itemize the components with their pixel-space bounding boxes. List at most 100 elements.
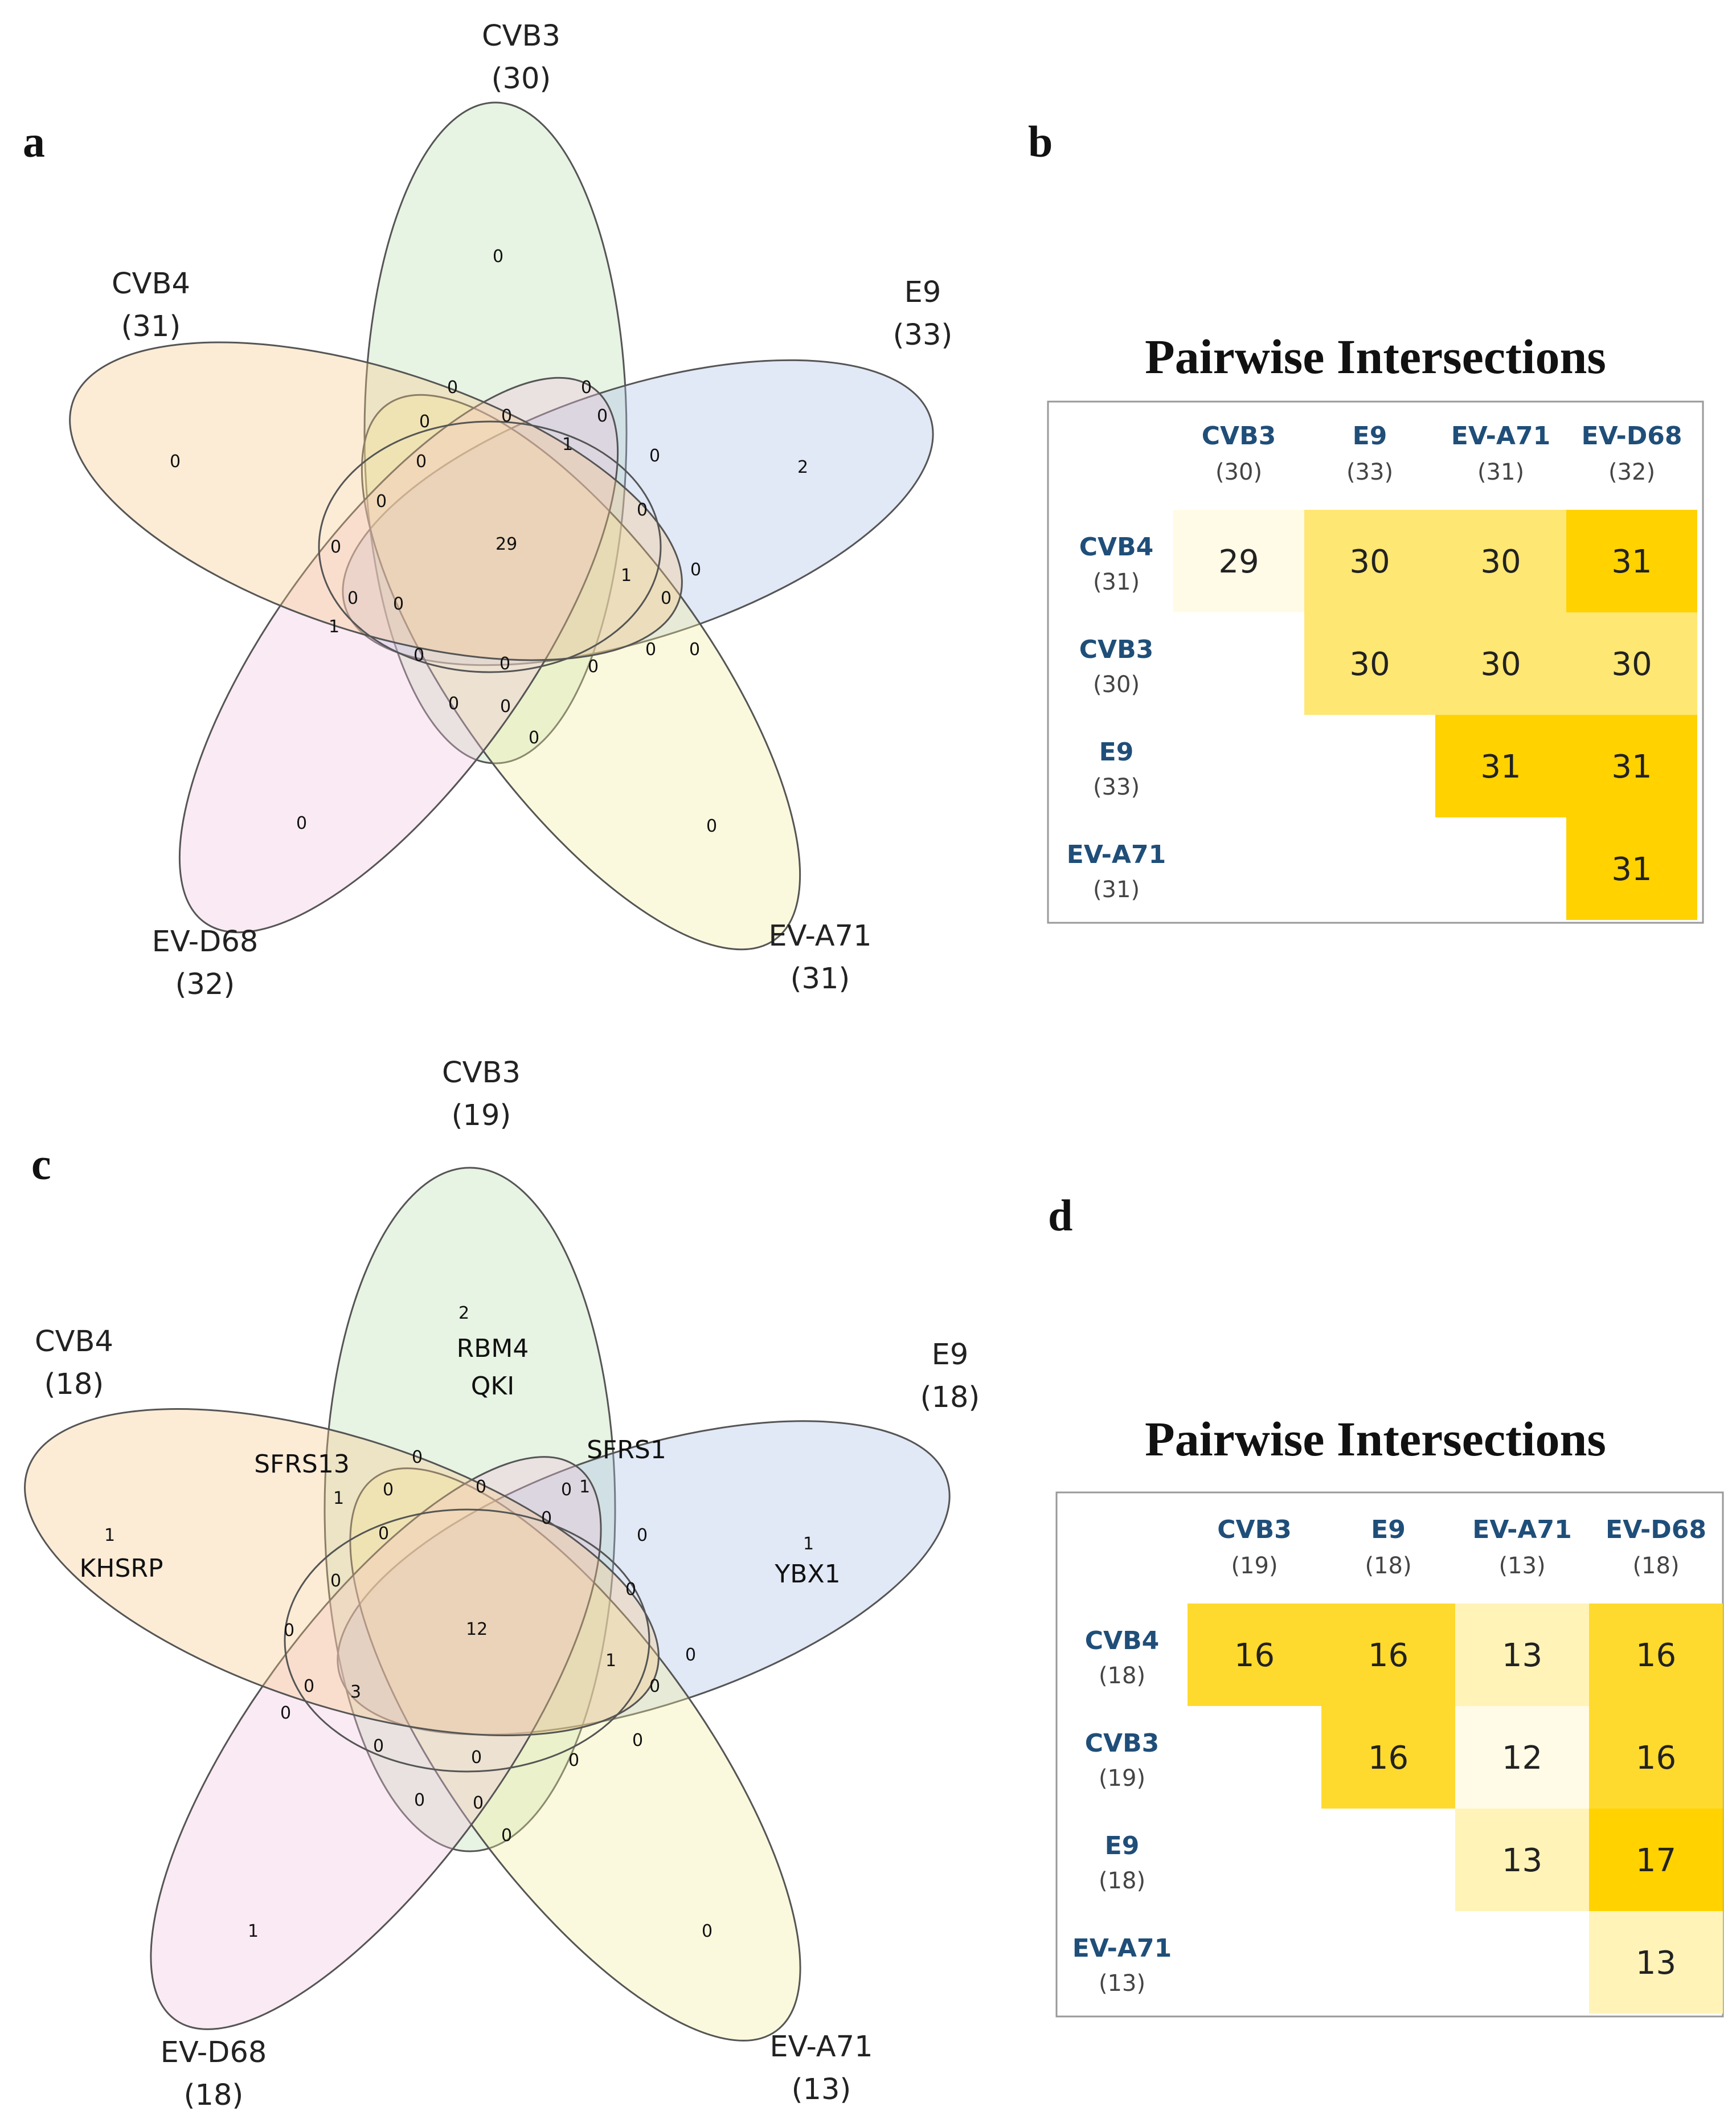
- heatmap-cell: [1589, 1809, 1723, 1911]
- heatmap-row-count: (18): [1099, 1868, 1145, 1894]
- heatmap-col-label: EV-D68: [1606, 1515, 1706, 1544]
- set-label-name: EV-A71: [769, 2030, 873, 2064]
- region-count: 0: [284, 1621, 294, 1641]
- heatmap-cell: [1566, 612, 1697, 715]
- heatmap-col-label: CVB3: [1217, 1515, 1292, 1544]
- gene-label-rbm4: RBM4: [457, 1334, 529, 1363]
- heatmap-cell-value: 13: [1636, 1945, 1676, 1982]
- heatmap-row-count: (31): [1093, 569, 1140, 595]
- venn-diagram-c: c CVB3 (19) E9 (18) EV-A71 (13) EV-D68 (…: [24, 1056, 980, 2112]
- heatmap-col-count: (18): [1365, 1553, 1411, 1579]
- set-label-count: (32): [175, 968, 235, 1001]
- inner-ellipse: [318, 420, 662, 673]
- heatmap-cell-value: 13: [1502, 1637, 1542, 1674]
- region-count: 0: [280, 1703, 291, 1723]
- region-count: 0: [416, 452, 427, 472]
- heatmap-cell-value: 13: [1502, 1842, 1542, 1879]
- set-label-cvb3: CVB3 (19): [442, 1056, 521, 1132]
- region-count: 0: [690, 560, 701, 580]
- region-count: 1: [621, 566, 632, 586]
- heatmap-cell: [1566, 510, 1697, 612]
- region-count: 0: [393, 594, 404, 614]
- set-ellipse-ev-d68: [178, 377, 619, 934]
- heatmap-row-label: CVB4: [1079, 533, 1154, 562]
- region-count: 1: [579, 1477, 590, 1497]
- region-count: 0: [473, 1793, 484, 1813]
- heatmap-cell-value: 31: [1611, 748, 1652, 786]
- gene-label-qki: QKI: [471, 1372, 514, 1401]
- region-count: 0: [632, 1731, 643, 1750]
- region-count: 0: [702, 1921, 713, 1941]
- heatmap-cell: [1589, 1604, 1723, 1706]
- set-label-name: CVB3: [482, 19, 560, 53]
- set-label-ev-a71: EV-A71 (13): [769, 2030, 873, 2106]
- heatmap-col-count: (19): [1231, 1553, 1278, 1579]
- gene-label-khsrp: KHSRP: [80, 1554, 163, 1583]
- region-count: 0: [412, 1447, 423, 1467]
- heatmap-cell: [1321, 1604, 1455, 1706]
- region-count: 0: [625, 1580, 636, 1600]
- heatmap-col-count: (32): [1608, 459, 1655, 485]
- heatmap-title: Pairwise Intersections: [1145, 329, 1606, 384]
- region-count: 0: [501, 1826, 512, 1846]
- set-label-name: E9: [932, 1338, 969, 1372]
- set-label-name: CVB4: [112, 267, 190, 301]
- heatmap-row-count: (30): [1093, 672, 1140, 698]
- heatmap-cell-value: 31: [1480, 748, 1521, 786]
- heatmap-col-label: EV-A71: [1451, 422, 1550, 451]
- region-count: 0: [419, 412, 430, 432]
- heatmap-col-label: CVB3: [1202, 422, 1276, 451]
- heatmap-row-label: E9: [1099, 738, 1134, 767]
- set-label-count: (13): [792, 2073, 851, 2106]
- heatmap-cell-value: 16: [1636, 1637, 1676, 1674]
- heatmap-cell: [1455, 1604, 1589, 1706]
- heatmap-cell: [1304, 612, 1435, 715]
- region-count: 0: [588, 657, 599, 677]
- heatmap-row-count: (13): [1099, 1970, 1145, 1997]
- region-count: 0: [304, 1676, 314, 1696]
- heatmap-col-label: E9: [1353, 422, 1387, 451]
- heatmap-cell-value: 16: [1636, 1740, 1676, 1777]
- heatmap-row-label: E9: [1105, 1831, 1140, 1860]
- heatmap-cell-value: 17: [1636, 1842, 1676, 1879]
- region-count: 0: [471, 1748, 482, 1768]
- set-label-count: (18): [184, 2079, 244, 2112]
- heatmap-col-count: (13): [1498, 1553, 1545, 1579]
- region-count: 0: [685, 1645, 696, 1665]
- heatmap-row-count: (33): [1093, 774, 1140, 800]
- region-count: 0: [376, 492, 387, 512]
- panel-letter-b: b: [1028, 117, 1053, 166]
- heatmap-cell-value: 30: [1480, 646, 1521, 683]
- heatmap-cell-value: 30: [1349, 646, 1390, 683]
- gene-label-sfrs1: SFRS1: [587, 1435, 666, 1465]
- set-ellipse-ev-a71: [349, 1467, 801, 2042]
- heatmap-row-count: (18): [1099, 1663, 1145, 1689]
- heatmap-col-label: E9: [1371, 1515, 1406, 1544]
- set-label-ev-d68: EV-D68 (32): [152, 925, 259, 1001]
- region-count: 1: [562, 435, 573, 455]
- region-count: 0: [661, 588, 672, 608]
- region-count: 0: [493, 247, 503, 267]
- set-ellipse-cvb4: [24, 1408, 660, 1736]
- venn-set-ellipses: [24, 1167, 951, 2042]
- set-label-count: (18): [44, 1368, 104, 1401]
- heatmap-cell: [1589, 1706, 1723, 1809]
- heatmap-cell-value: 29: [1218, 543, 1259, 580]
- set-label-count: (33): [893, 318, 953, 352]
- panel-letter-a: a: [23, 117, 45, 166]
- region-count: 3: [350, 1682, 361, 1702]
- region-count: 0: [383, 1480, 394, 1500]
- panel-letter-d: d: [1048, 1191, 1072, 1240]
- heatmap-col-label: EV-D68: [1582, 422, 1682, 451]
- region-count: 0: [500, 697, 511, 717]
- set-label-count: (18): [920, 1381, 980, 1414]
- heatmap-cell: [1455, 1706, 1589, 1809]
- region-counts: 0 2 0 0 0 0 0 1 0 0 0 0 0 0 29 0 0 1 0 0…: [170, 247, 808, 836]
- region-count: 0: [448, 694, 459, 714]
- region-count: 0: [296, 813, 307, 833]
- heatmap-cell-value: 31: [1611, 851, 1652, 888]
- heatmap-cell: [1566, 817, 1697, 920]
